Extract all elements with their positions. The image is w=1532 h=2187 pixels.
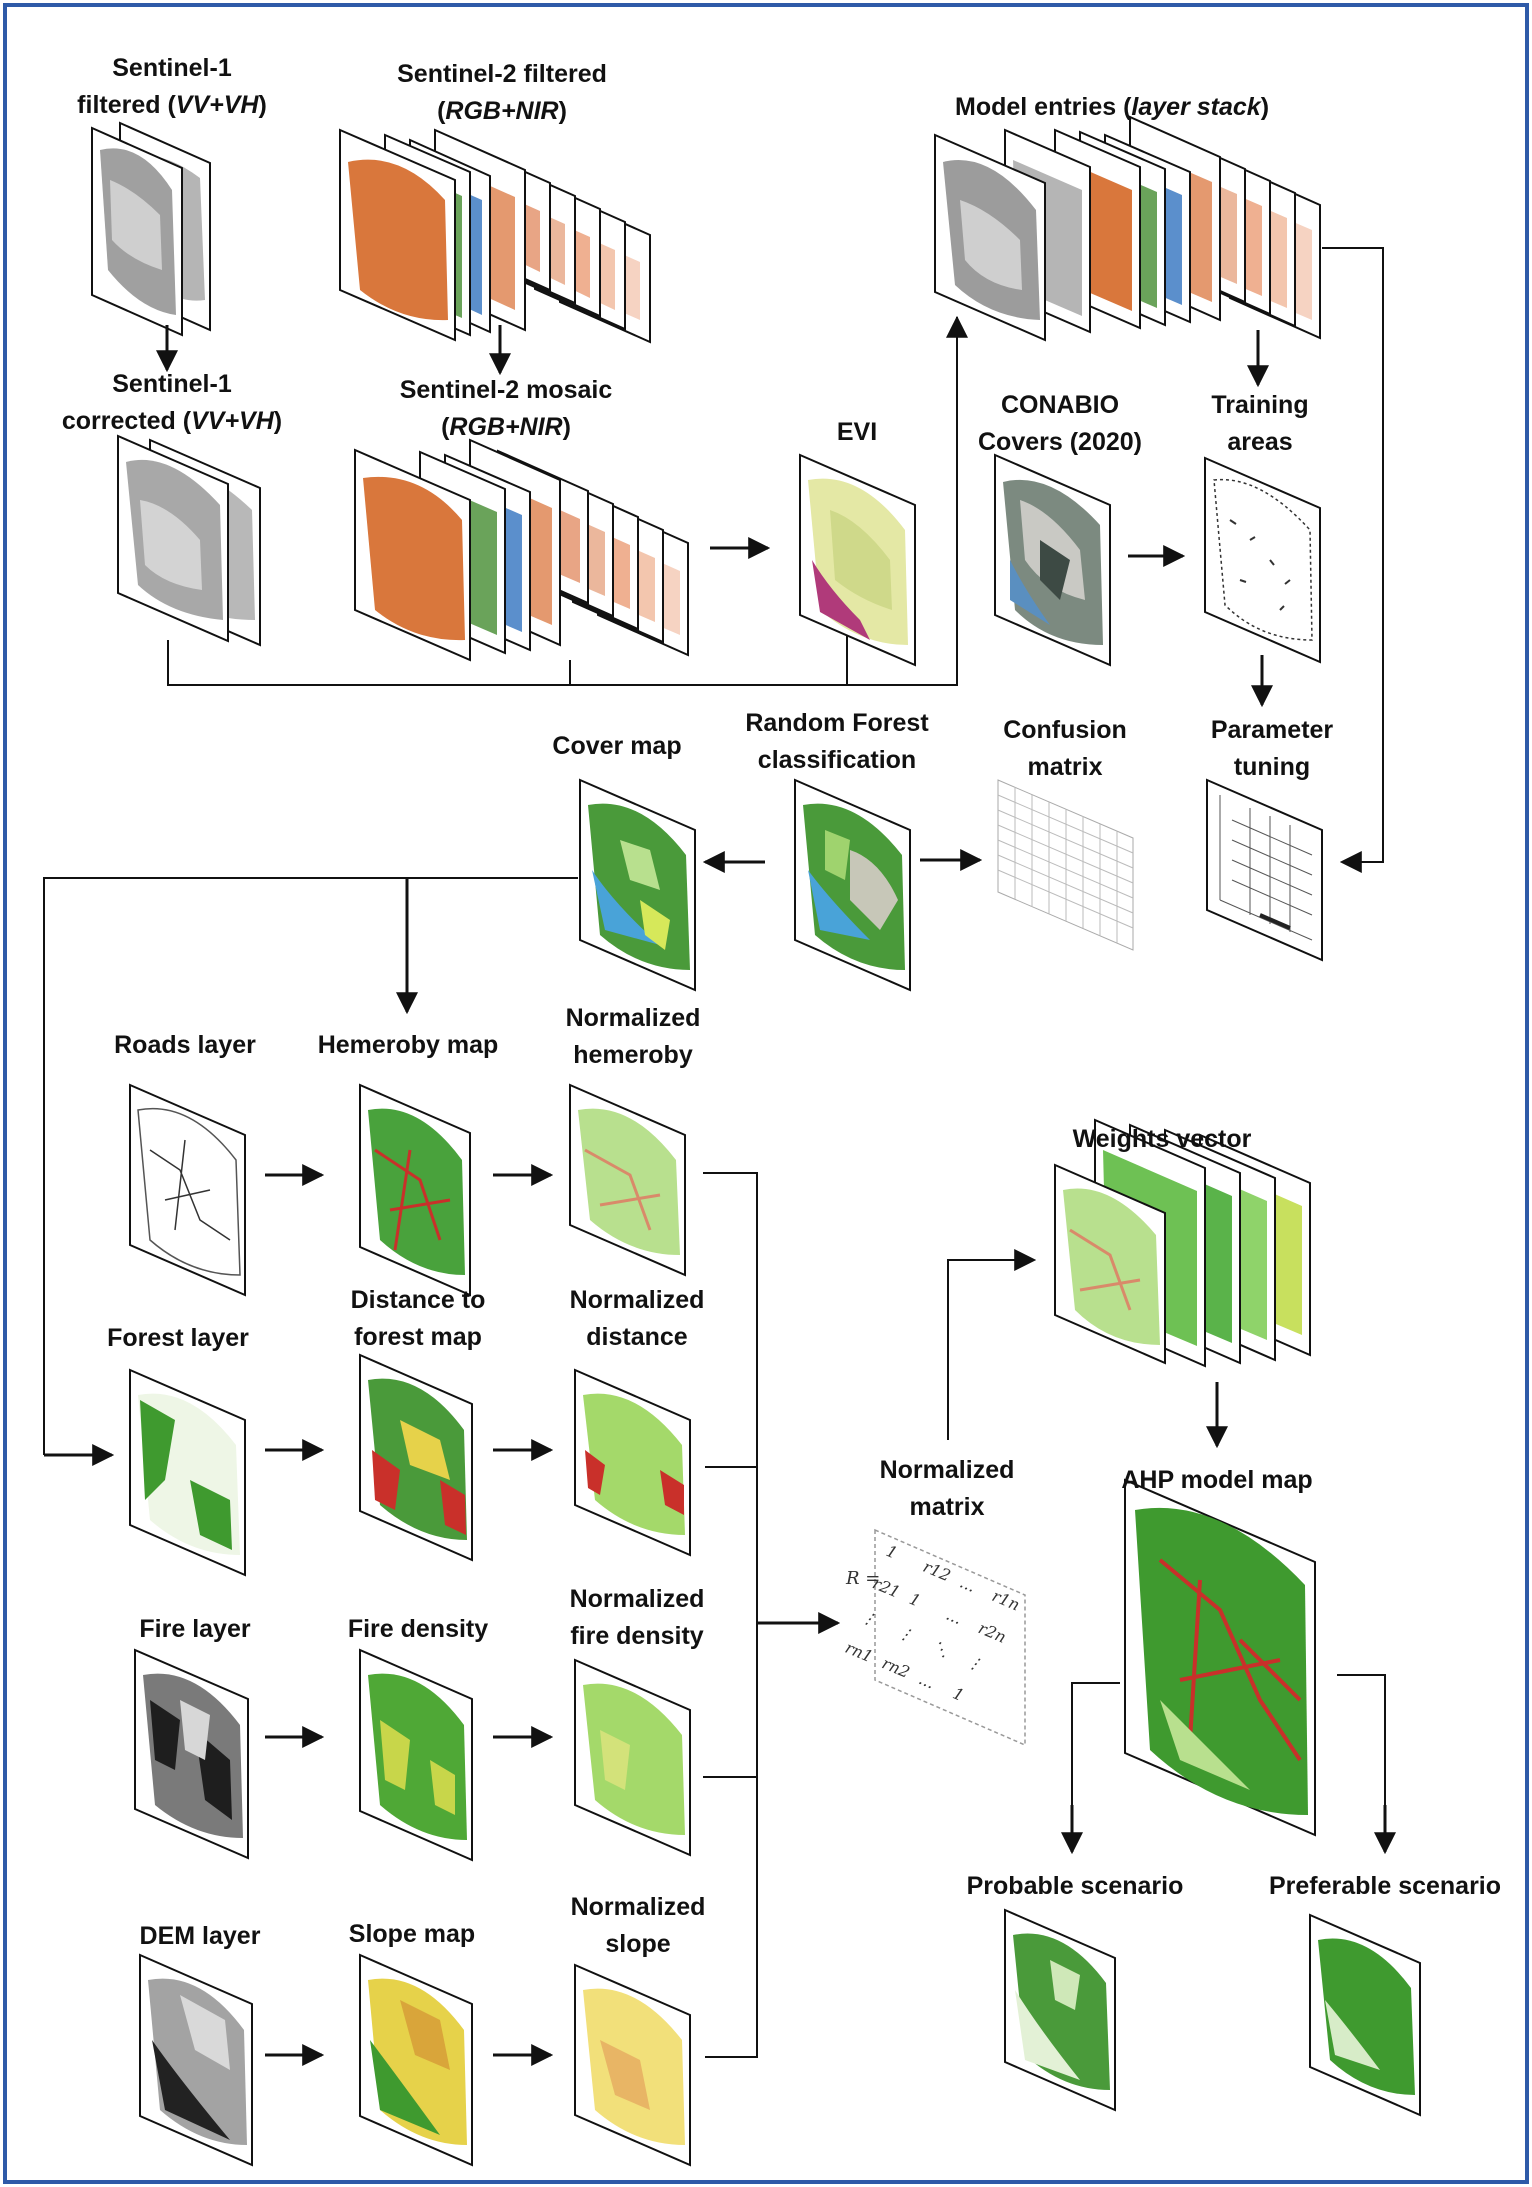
matrix-cell: ⋮ (895, 1622, 917, 1646)
cover-map (579, 778, 696, 992)
forest-layer-map (129, 1368, 246, 1577)
matrix-cell: ⋮ (964, 1651, 986, 1675)
label-random-forest: Random Forest classification (745, 709, 929, 774)
hemeroby-map (359, 1083, 471, 1297)
sentinel2-filtered-stack (339, 128, 651, 344)
label-normalized-fire-density: Normalized fire density (569, 1585, 705, 1650)
model-entries-stack (934, 115, 1321, 342)
random-forest-map (794, 778, 911, 992)
normalized-fire-density-map (574, 1658, 691, 1857)
label-hemeroby-map: Hemeroby map (317, 1031, 499, 1059)
label-parameter-tuning: Parameter tuning (1210, 716, 1334, 781)
connector-ahp-to-probable (1071, 1682, 1120, 1830)
outer-border (3, 3, 1529, 2184)
fire-layer-map (134, 1648, 249, 1860)
roads-layer-map (129, 1083, 246, 1297)
label-normalized-hemeroby: Normalized hemeroby (565, 1004, 701, 1069)
sentinel1-corrected-stack (117, 434, 261, 647)
matrix-r-label: R = (846, 1568, 881, 1589)
label-sentinel2-mosaic: Sentinel-2 mosaic (RGB+NIR) (399, 376, 613, 441)
label-model-entries: Model entries (layer stack) (955, 93, 1270, 121)
connector-cover-map-out (43, 877, 578, 1455)
normalized-slope-map (574, 1963, 691, 2167)
sentinel2-mosaic-stack (354, 438, 689, 662)
label-distance-to-forest: Distance to forest map (350, 1286, 486, 1351)
label-weights-vector: Weights vector (1072, 1125, 1252, 1153)
label-fire-density: Fire density (347, 1615, 489, 1643)
matrix-cell: ... (957, 1572, 978, 1595)
label-evi: EVI (836, 418, 878, 446)
normalized-matrix-figure (874, 1528, 1026, 1747)
label-cover-map: Cover map (552, 732, 682, 760)
label-conabio: CONABIO Covers (2020) (978, 391, 1142, 456)
training-areas-map (1204, 456, 1321, 664)
label-training-areas: Training areas (1211, 391, 1309, 456)
matrix-cell: ⋮ (858, 1606, 880, 1630)
preferable-scenario-map (1309, 1913, 1421, 2117)
probable-scenario-map (1004, 1908, 1116, 2112)
confusion-matrix-grid (997, 779, 1134, 951)
weights-vector-stack (1054, 1118, 1311, 1368)
label-roads-layer: Roads layer (114, 1031, 256, 1059)
normalized-distance-map (574, 1368, 691, 1557)
connector-ahp-to-preferable (1337, 1674, 1386, 1830)
label-confusion-matrix: Confusion matrix (1003, 716, 1127, 781)
label-slope-map: Slope map (348, 1920, 476, 1948)
matrix-cell: rn1 (842, 1638, 875, 1666)
matrix-cell: ... (943, 1605, 964, 1628)
normalized-hemeroby-map (569, 1083, 686, 1277)
label-forest-layer: Forest layer (107, 1324, 249, 1352)
connector-normalized-collector (703, 1172, 758, 2058)
conabio-map (994, 453, 1111, 667)
matrix-cell: ⋱ (930, 1637, 952, 1661)
label-sentinel1-corrected: Sentinel-1 corrected (VV+VH) (61, 370, 283, 435)
label-dem-layer: DEM layer (139, 1922, 261, 1950)
label-normalized-slope: Normalized slope (570, 1893, 706, 1958)
label-probable-scenario: Probable scenario (966, 1872, 1184, 1900)
connector-inputs-to-model-entries (167, 317, 958, 686)
connector-model-entries-to-parameter (1322, 247, 1384, 863)
ahp-model-map (1124, 1478, 1316, 1837)
label-normalized-matrix: Normalized matrix (879, 1456, 1015, 1521)
connector-matrix-to-weights (947, 1259, 1030, 1440)
label-fire-layer: Fire layer (139, 1615, 251, 1643)
label-sentinel1-filtered: Sentinel-1 filtered (VV+VH) (77, 54, 267, 119)
label-preferable-scenario: Preferable scenario (1268, 1872, 1502, 1900)
matrix-cell: ... (916, 1669, 937, 1692)
distance-to-forest-map (359, 1353, 473, 1562)
connectors (43, 247, 1396, 2066)
fire-density-map (359, 1648, 473, 1862)
sentinel1-filtered-stack (91, 121, 211, 337)
label-sentinel2-filtered: Sentinel-2 filtered (RGB+NIR) (397, 60, 607, 125)
slope-map (359, 1953, 473, 2167)
evi-map (799, 453, 916, 667)
dem-layer-map (139, 1953, 253, 2167)
label-normalized-distance: Normalized distance (569, 1286, 705, 1351)
parameter-tuning-chart (1206, 778, 1323, 962)
label-ahp-model-map: AHP model map (1121, 1466, 1313, 1494)
